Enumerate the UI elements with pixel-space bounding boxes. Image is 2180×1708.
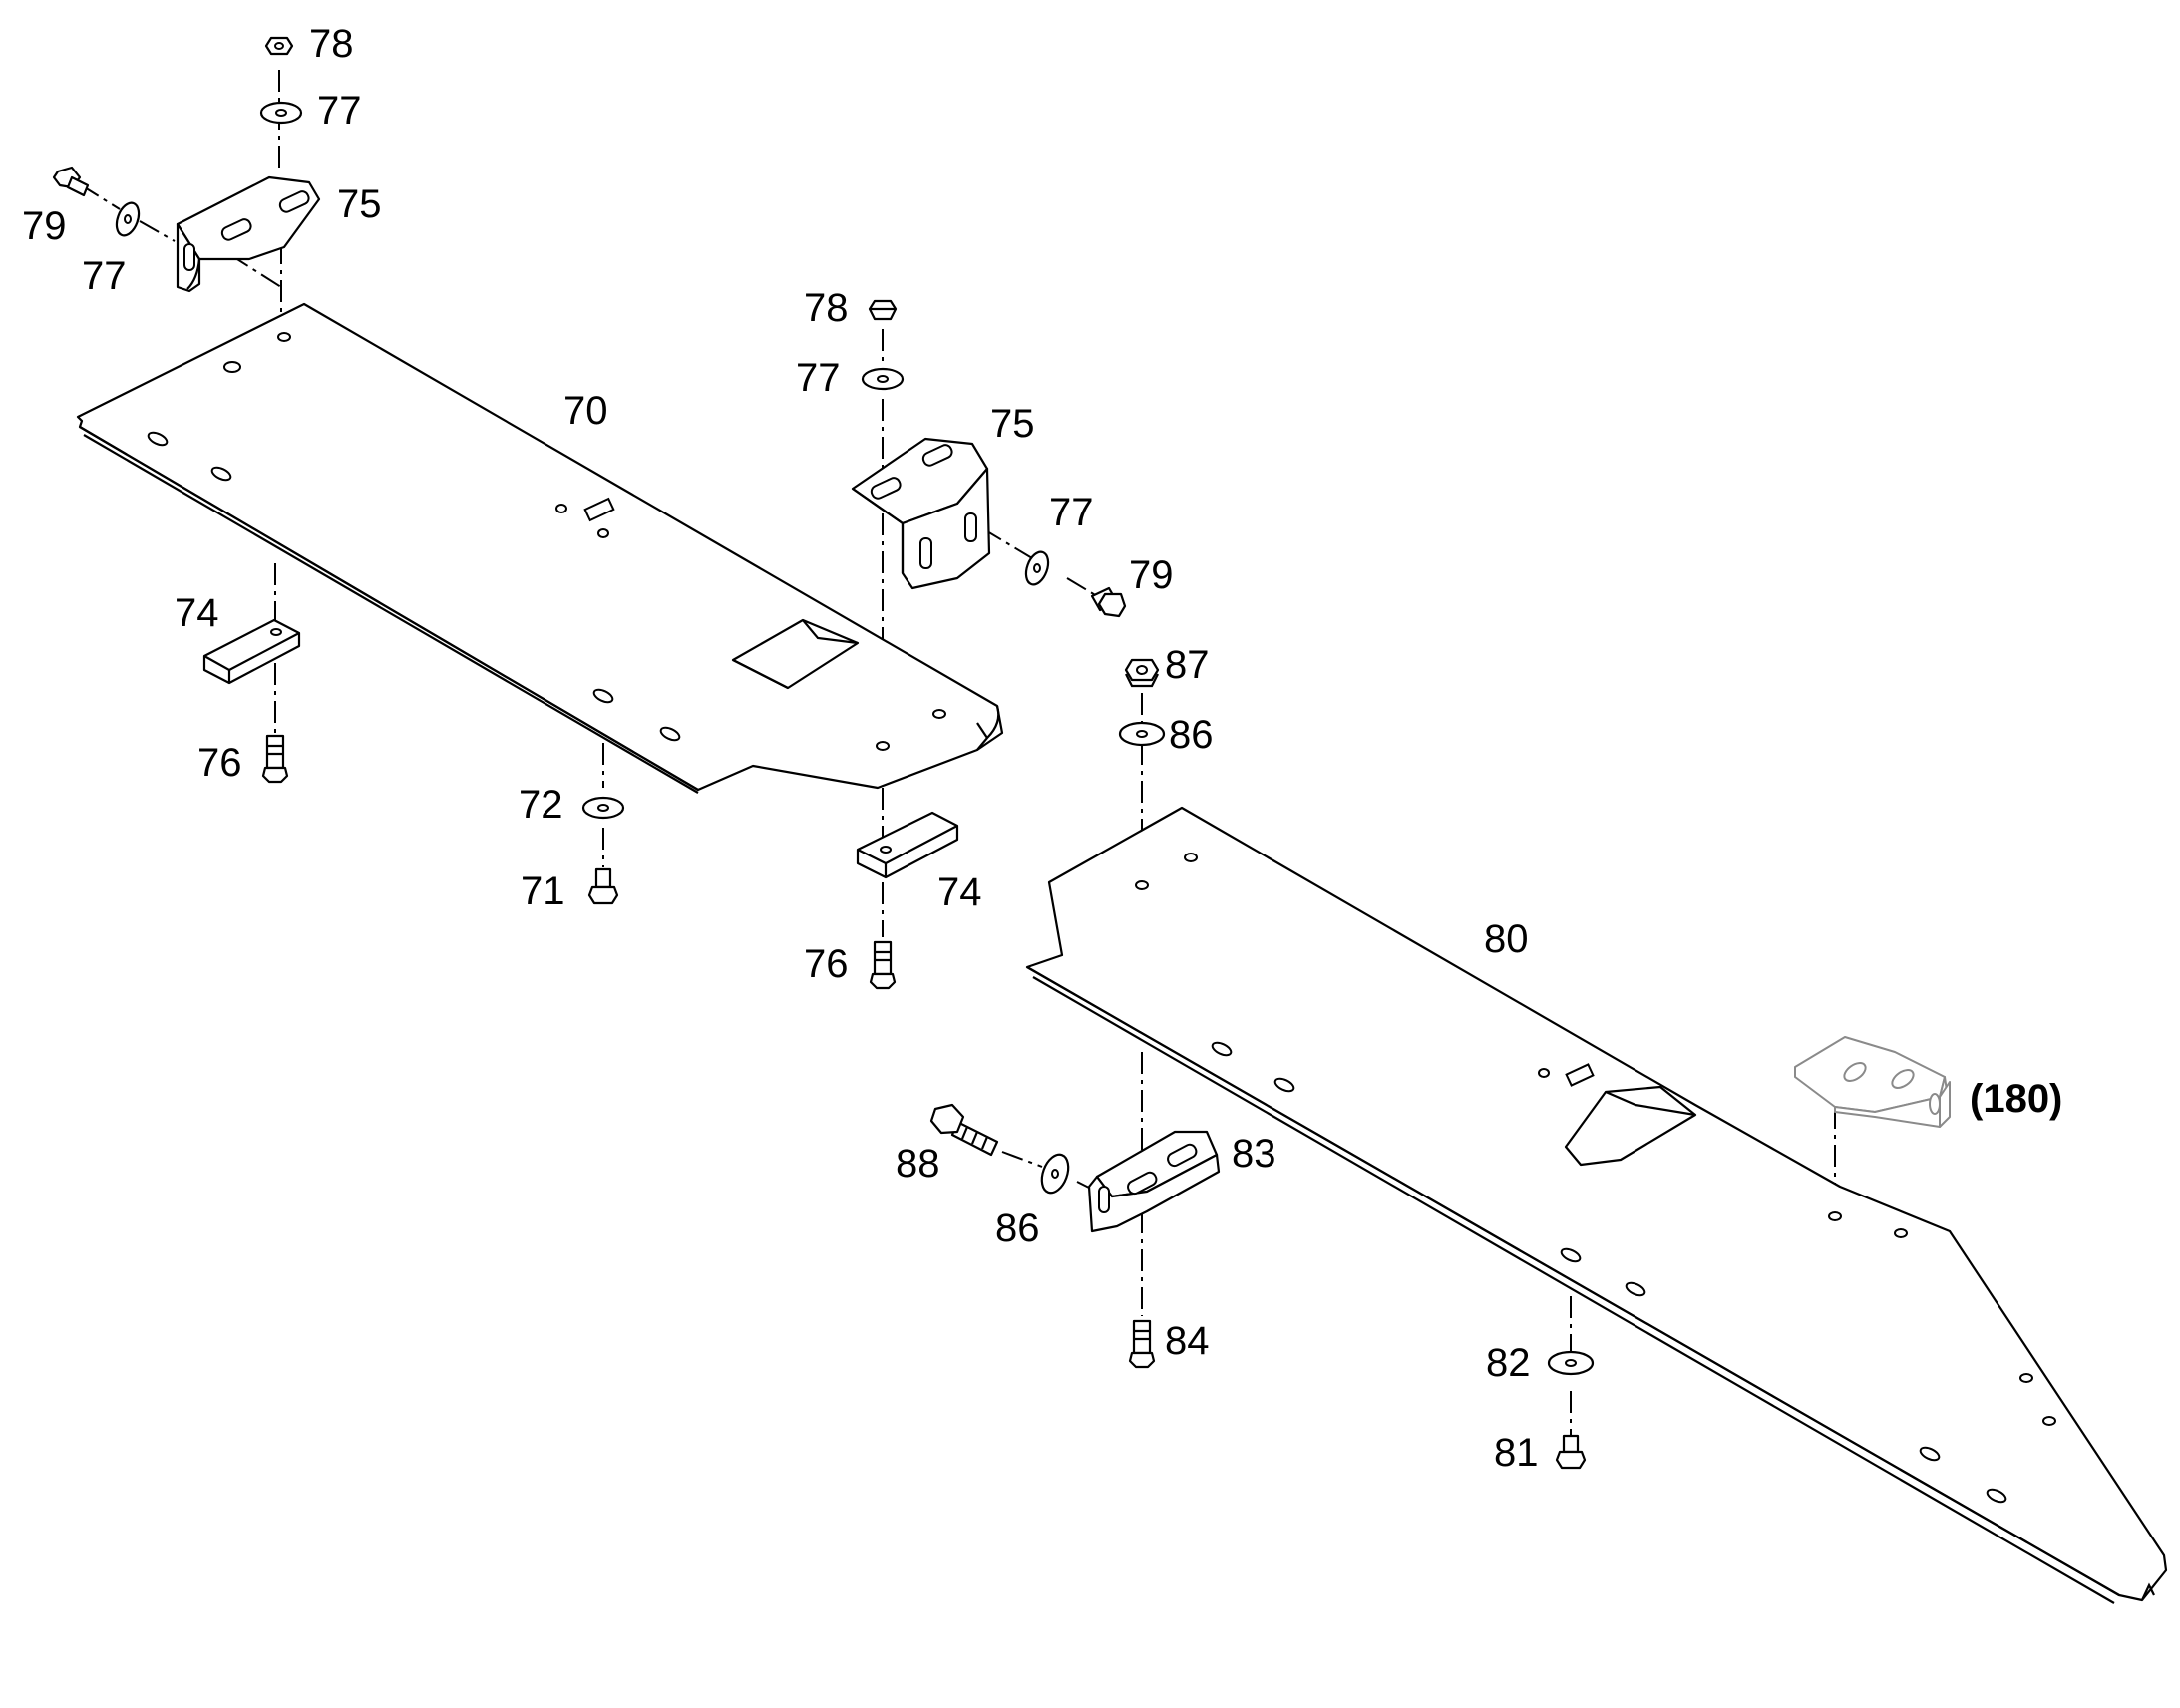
part-79-bolt-center [1090,586,1127,618]
part-79-bolt-left [52,166,90,197]
part-76-bolt-left [261,734,289,784]
part-74-pad-center [856,811,959,879]
label-76-left: 76 [197,741,242,785]
label-77-left: 77 [82,254,127,298]
part-75-bracket-center [851,437,991,590]
part-83-bracket [1087,1130,1221,1233]
label-70: 70 [563,389,608,433]
label-80: 80 [1484,917,1529,961]
label-88: 88 [896,1142,940,1186]
label-77-center: 77 [796,356,841,400]
part-74-pad-left [202,618,301,685]
label-79-center: 79 [1129,553,1174,597]
label-77-top: 77 [317,89,362,133]
part-88-bolt [929,1103,999,1157]
label-77-center-side: 77 [1049,491,1094,534]
label-75-left: 75 [337,182,382,226]
part-labels: 78 77 75 79 77 70 74 76 72 71 78 77 75 7… [22,22,2062,1475]
part-80-lower-plate [1025,806,2168,1604]
label-84: 84 [1165,1319,1210,1363]
label-78-top: 78 [309,22,354,66]
label-83: 83 [1232,1132,1276,1176]
part-78-nut-center [868,299,898,321]
label-71: 71 [521,869,565,913]
label-87: 87 [1165,643,1210,687]
label-180: (180) [1970,1077,2062,1121]
label-81: 81 [1494,1431,1539,1475]
part-71-bolt [587,867,619,905]
label-74-center: 74 [937,870,982,914]
label-78-center: 78 [804,286,849,330]
washers [115,101,1595,1376]
part-81-bolt [1555,1434,1587,1470]
label-79-left: 79 [22,204,67,248]
label-74-left: 74 [175,591,219,635]
label-76-center: 76 [804,942,849,986]
label-82: 82 [1486,1341,1531,1385]
label-86-top: 86 [1169,713,1214,757]
part-75-bracket-left [176,175,321,293]
label-75-center: 75 [990,402,1035,446]
part-76-bolt-center [869,940,897,990]
part-87-nut [1124,658,1160,688]
label-72: 72 [519,783,563,827]
part-180-reference-bracket [1794,1036,1951,1128]
part-84-bolt [1128,1319,1156,1369]
part-70-upper-plate [76,302,1004,794]
label-86-side: 86 [995,1206,1040,1250]
part-78-nut-top [264,36,294,56]
